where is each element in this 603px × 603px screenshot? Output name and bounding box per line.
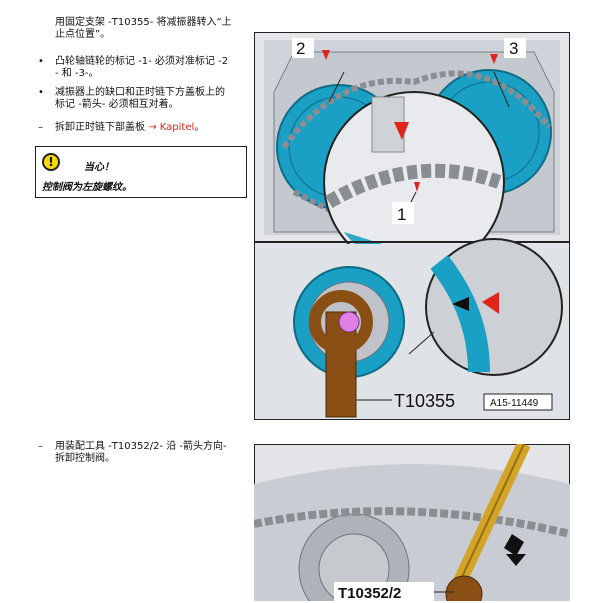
label-3: 3 [509, 39, 518, 58]
link-arrow: → [148, 122, 157, 133]
step-text: 拆卸正时链下部盖板 → Kapitel。 [55, 122, 205, 133]
caution-box: ! 当心！ 控制阀为左旋螺纹。 [35, 146, 247, 198]
bullet-text: 凸轮轴链轮的标记 -1- 必须对准标记 -2 - 和 -3-。 [55, 56, 229, 79]
chapter-link[interactable]: Kapitel [159, 122, 195, 133]
caution-text: 控制阀为左旋螺纹。 [42, 182, 132, 193]
tool-label-t10352: T10352/2 [338, 585, 401, 601]
bullet-marker: • [38, 87, 44, 98]
camshaft-diagram: 2 3 1 T10355 A15-11449 [254, 32, 570, 420]
step-text: 用装配工具 -T10352/2- 沿 -箭头方向- 拆卸控制阀。 [55, 441, 227, 464]
figure-ref: A15-11449 [490, 398, 539, 409]
control-valve-diagram: T10352/2 [254, 444, 570, 601]
step-marker: – [38, 441, 43, 452]
bullet-text: 减振器上的缺口和正时链下方盖板上的 标记 -箭头- 必须相互对着。 [55, 87, 225, 110]
step-text: 用固定支架 -T10355- 将减振器转入“上 止点位置”。 [55, 17, 232, 40]
bullet-marker: • [38, 56, 44, 67]
label-1: 1 [397, 205, 406, 224]
tool-label-t10355: T10355 [394, 391, 455, 411]
step-marker: – [38, 122, 43, 133]
label-2: 2 [296, 39, 305, 58]
caution-title: 当心！ [84, 162, 114, 173]
warning-icon: ! [42, 153, 60, 171]
